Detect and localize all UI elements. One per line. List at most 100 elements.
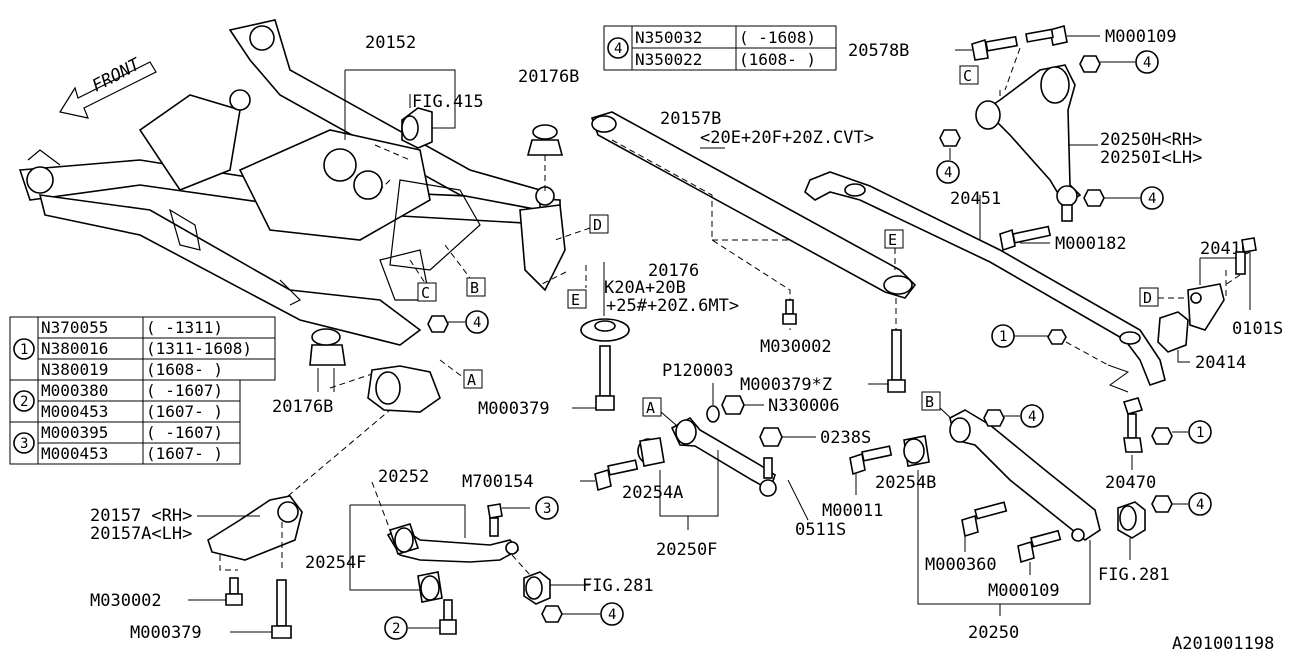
label-20250f: 20250F	[656, 540, 717, 560]
t1-range-3: (1608- )	[146, 360, 223, 379]
view-letter-e-left: E	[571, 291, 580, 309]
label-p120003: P120003	[662, 361, 734, 381]
callout-4-circle	[600, 602, 624, 626]
view-letter-b-left: B	[470, 279, 479, 297]
label-m000379z: M000379*Z	[740, 375, 832, 395]
t2-range-2: (1607- )	[146, 402, 223, 421]
label-20254a: 20254A	[622, 483, 683, 503]
label-20254b: 20254B	[875, 473, 936, 493]
label-20176-note1: K20A+20B	[604, 278, 686, 298]
t3-part-2: M000453	[41, 444, 108, 463]
view-letter-d-left: D	[593, 216, 602, 234]
lower-arm-20250	[903, 409, 1101, 542]
bushing-fig281-right	[1117, 501, 1146, 539]
t1-range-2: (1311-1608)	[146, 339, 252, 358]
label-m000109-bot: M000109	[988, 581, 1060, 601]
callout-4: 4	[473, 315, 481, 331]
label-fig281-left[interactable]: FIG.281	[582, 576, 654, 596]
nut-icon	[1151, 495, 1173, 513]
bolt-m000379-bot	[271, 579, 292, 639]
washer-p120003	[706, 405, 720, 423]
knuckle-bushing	[367, 365, 441, 413]
label-fig281-right[interactable]: FIG.281	[1098, 565, 1170, 585]
label-20254f: 20254F	[305, 553, 366, 573]
bushing-20176	[580, 318, 630, 411]
t1-part-2: N380016	[41, 339, 108, 358]
label-n330006: N330006	[768, 396, 840, 416]
upper-arm-20250h	[975, 64, 1082, 222]
bolt-m030002-bot	[225, 577, 243, 606]
trailing-link-20252	[386, 523, 520, 603]
table-1-symbol: 1	[20, 342, 28, 358]
bolt-m00011	[849, 445, 893, 476]
callout-4-circle	[1140, 186, 1164, 210]
callout-3: 3	[543, 501, 551, 517]
label-m000360: M000360	[925, 555, 997, 575]
nut-icon	[1047, 329, 1067, 345]
label-0511s: 0511S	[795, 520, 846, 540]
bolt-callout-2	[439, 599, 457, 635]
nut-icon	[1079, 55, 1101, 73]
label-m030002-bot: M030002	[90, 591, 162, 611]
view-letter-c-left: C	[421, 284, 430, 302]
bolt-20578b	[971, 35, 1019, 61]
nut-icon	[427, 315, 449, 333]
callout-4: 4	[1143, 55, 1151, 71]
callout-4-circle	[1135, 50, 1159, 74]
bolt-0101s	[1235, 237, 1257, 275]
label-m00011: M00011	[822, 501, 883, 521]
label-20451: 20451	[950, 189, 1001, 209]
callout-4-circle	[1188, 492, 1212, 516]
bushing-fig415	[401, 107, 433, 149]
front-label: FRONT	[89, 54, 145, 97]
t4-part-1: N350032	[635, 28, 702, 47]
t3-part-1: M000395	[41, 423, 108, 442]
t1-range-1: ( -1311)	[146, 318, 223, 337]
callout-4: 4	[1148, 191, 1156, 207]
t4-range-1: ( -1608)	[739, 28, 816, 47]
bolt-callout-3	[487, 503, 503, 537]
label-20157b-note: <20E+20F+20Z.CVT>	[700, 128, 874, 148]
ref-table-3: 3 M000395 ( -1607) M000453 (1607- )	[9, 421, 241, 465]
callout-2: 2	[392, 621, 400, 637]
label-m030002-mid: M030002	[760, 337, 832, 357]
t2-range-1: ( -1607)	[146, 381, 223, 400]
bolt-m030002-mid	[782, 299, 797, 325]
view-letter-c-right: C	[963, 67, 972, 85]
nut-icon	[983, 409, 1005, 427]
label-fig415[interactable]: FIG.415	[412, 92, 484, 112]
label-20252: 20252	[378, 467, 429, 487]
label-20176b-top: 20176B	[518, 67, 579, 87]
callout-1: 1	[999, 329, 1007, 345]
label-0238s: 0238S	[820, 428, 871, 448]
bolt-m000360	[961, 501, 1008, 538]
label-20157b: 20157B	[660, 109, 721, 129]
label-20176: 20176	[648, 261, 699, 281]
label-20152: 20152	[365, 33, 416, 53]
callout-3-circle	[535, 496, 559, 520]
callout-4-circle	[936, 160, 960, 184]
label-20578b: 20578B	[848, 41, 909, 61]
bolt-m000182	[999, 225, 1052, 252]
t4-part-2: N350022	[635, 50, 702, 69]
label-m000379-bot: M000379	[130, 623, 202, 643]
bolt-m700154	[594, 459, 639, 492]
nut-n330006	[721, 395, 745, 415]
label-20176b-left: 20176B	[272, 397, 333, 417]
label-m000379-mid: M000379	[478, 399, 550, 419]
diagram-id: A201001198	[1172, 634, 1274, 653]
mount-20176b-top	[526, 124, 564, 156]
view-letter-a-left: A	[467, 371, 476, 389]
nut-icon	[1151, 427, 1173, 445]
bolt-m000109-top	[1025, 24, 1068, 46]
label-20157-rh: 20157 <RH>	[90, 506, 192, 526]
view-letter-b-right: B	[925, 393, 934, 411]
t1-part-3: N380019	[41, 360, 108, 379]
table-4-symbol: 4	[614, 41, 622, 57]
t3-range-1: ( -1607)	[146, 423, 223, 442]
bracket-20157	[207, 495, 303, 561]
callout-4: 4	[608, 607, 616, 623]
view-letter-e-right: E	[888, 231, 897, 249]
label-m000182: M000182	[1055, 234, 1127, 254]
